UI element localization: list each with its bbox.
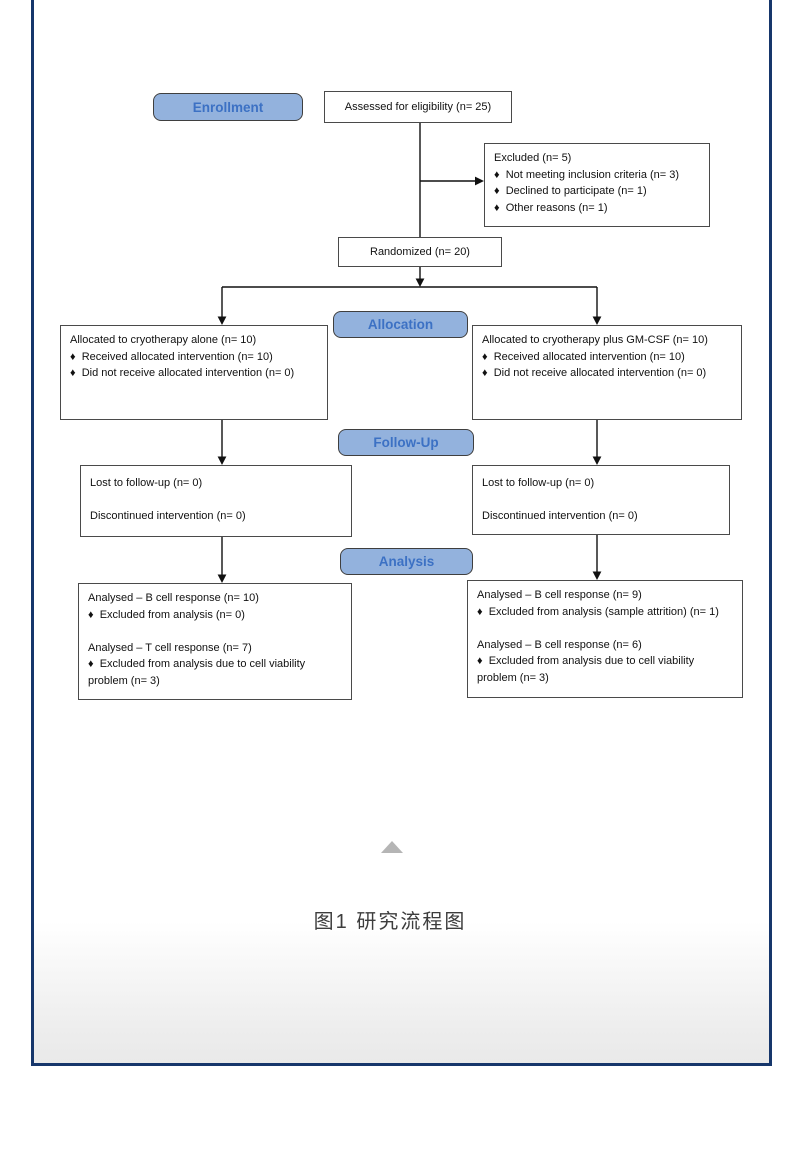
- box-line: Allocated to cryotherapy alone (n= 10): [70, 334, 257, 346]
- stage-enrollment: Enrollment: [153, 93, 303, 121]
- box-line: ♦ Received allocated intervention (n= 10…: [70, 350, 273, 363]
- allocation-left-box: Allocated to cryotherapy alone (n= 10) ♦…: [60, 325, 328, 420]
- box-line: [88, 623, 342, 640]
- box-line: Analysed – B cell response (n= 10): [88, 592, 259, 604]
- box-line: [477, 620, 733, 637]
- box-line: ♦ Received allocated intervention (n= 10…: [482, 350, 685, 363]
- box-line: ♦ Declined to participate (n= 1): [494, 185, 647, 197]
- box-line: ♦ Excluded from analysis (n= 0): [88, 608, 245, 621]
- box-line: ♦ Did not receive allocated intervention…: [482, 367, 707, 379]
- box-line: ♦ Excluded from analysis (sample attriti…: [477, 605, 719, 618]
- stage-analysis: Analysis: [340, 548, 473, 575]
- randomized-box: Randomized (n= 20): [338, 237, 502, 267]
- stage-allocation: Allocation: [333, 311, 468, 338]
- collapse-triangle-icon[interactable]: [381, 841, 403, 853]
- followup-left-box: Lost to follow-up (n= 0) Discontinued in…: [80, 465, 352, 537]
- stage-followup: Follow-Up: [338, 429, 474, 456]
- analysis-left-box: Analysed – B cell response (n= 10) ♦ Exc…: [78, 583, 352, 700]
- allocation-right-box: Allocated to cryotherapy plus GM-CSF (n=…: [472, 325, 742, 420]
- box-line: Lost to follow-up (n= 0): [482, 477, 595, 489]
- box-line: Analysed – B cell response (n= 6): [477, 638, 642, 651]
- box-line: ♦ Excluded from analysis due to cell via…: [477, 655, 698, 684]
- box-line: ♦ Did not receive allocated intervention…: [70, 367, 295, 379]
- box-line: Discontinued intervention (n= 0): [90, 510, 246, 522]
- box-line: ♦ Other reasons (n= 1): [494, 201, 608, 214]
- box-line: [90, 492, 342, 509]
- box-line: Allocated to cryotherapy plus GM-CSF (n=…: [482, 334, 708, 346]
- box-line: [482, 492, 720, 509]
- analysis-right-box: Analysed – B cell response (n= 9) ♦ Excl…: [467, 580, 743, 698]
- box-line: Lost to follow-up (n= 0): [90, 477, 203, 489]
- figure-caption: 图1 研究流程图: [313, 911, 467, 933]
- box-line: Analysed – B cell response (n= 9): [477, 589, 642, 601]
- excluded-box: Excluded (n= 5) ♦ Not meeting inclusion …: [484, 143, 710, 227]
- box-line: Discontinued intervention (n= 0): [482, 510, 638, 522]
- box-line: Analysed – T cell response (n= 7): [88, 641, 252, 654]
- assessed-box: Assessed for eligibility (n= 25): [324, 91, 512, 123]
- box-line: ♦ Not meeting inclusion criteria (n= 3): [494, 168, 680, 181]
- box-line: Excluded (n= 5): [494, 152, 572, 164]
- box-line: ♦ Excluded from analysis due to cell via…: [88, 658, 309, 687]
- followup-right-box: Lost to follow-up (n= 0) Discontinued in…: [472, 465, 730, 535]
